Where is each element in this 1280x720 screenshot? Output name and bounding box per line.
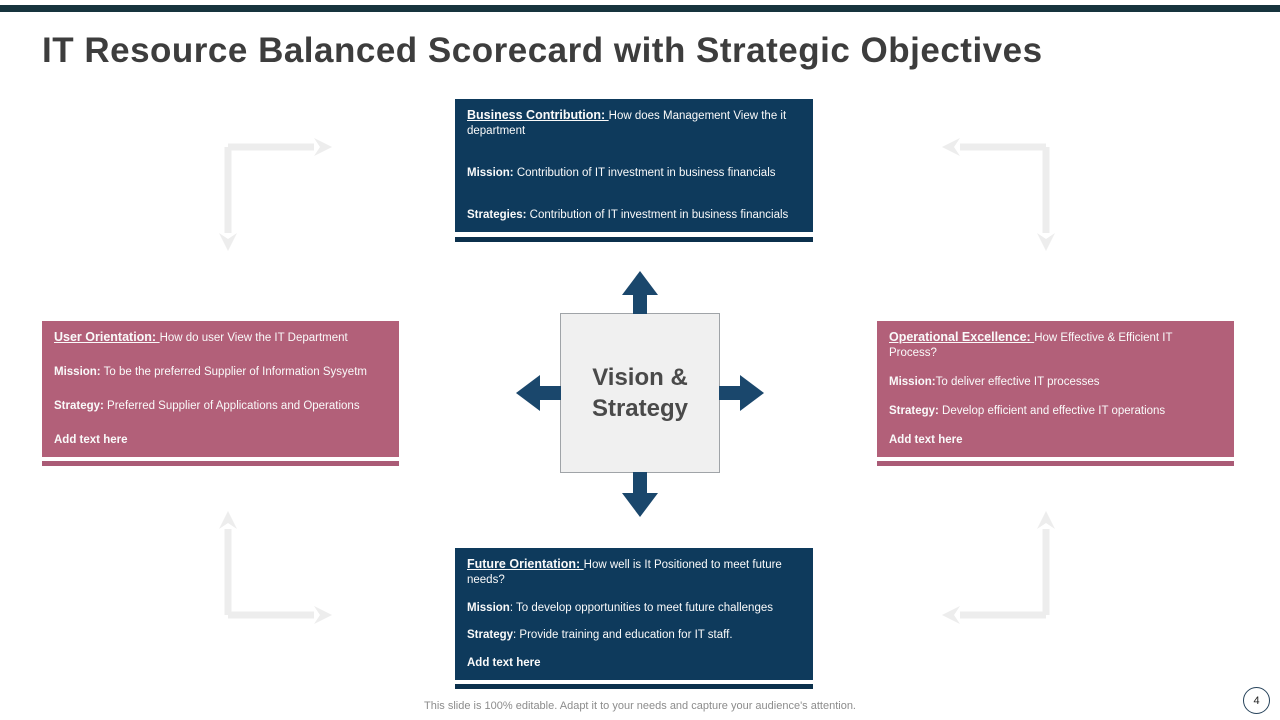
strategy-line: Strategy: Provide training and education… bbox=[467, 628, 801, 643]
add-text-placeholder[interactable]: Add text here bbox=[467, 656, 541, 669]
mission-line: Mission:To deliver effective IT processe… bbox=[889, 375, 1222, 390]
arrow-down-icon bbox=[633, 472, 647, 494]
panel-heading-label: Business Contribution: bbox=[467, 108, 609, 122]
strategy-text: Develop efficient and effective IT opera… bbox=[938, 405, 1166, 417]
user-panel-underline bbox=[42, 461, 399, 466]
mission-line: Mission: To be the preferred Supplier of… bbox=[54, 365, 387, 380]
mission-text: To be the preferred Supplier of Informat… bbox=[100, 366, 367, 378]
mission-label: Mission: bbox=[54, 366, 101, 378]
arrow-right-icon bbox=[719, 386, 741, 400]
footer-note: This slide is 100% editable. Adapt it to… bbox=[424, 700, 856, 712]
mission-line: Mission: Contribution of IT investment i… bbox=[467, 166, 801, 181]
corner-arrow-bottom-right-icon bbox=[942, 511, 1055, 624]
strategy-label: Strategy: bbox=[889, 405, 939, 417]
mission-label: Mission bbox=[467, 601, 510, 614]
strategy-text: Contribution of IT investment in busines… bbox=[526, 209, 789, 221]
panel-heading: Operational Excellence: How Effective & … bbox=[889, 330, 1222, 361]
mission-text: Contribution of IT investment in busines… bbox=[513, 167, 776, 179]
mission-text: : To develop opportunities to meet futur… bbox=[509, 601, 773, 614]
arrow-left-icon bbox=[539, 386, 561, 400]
arrow-right-icon bbox=[740, 375, 764, 411]
operational-panel-underline bbox=[877, 461, 1234, 466]
business-panel-underline bbox=[455, 237, 813, 242]
panel-heading-text: How Effective & Efficient IT Process? bbox=[889, 332, 1173, 359]
vision-strategy-box: Vision & Strategy bbox=[560, 313, 720, 473]
add-text-placeholder[interactable]: Add text here bbox=[54, 434, 128, 446]
strategy-label: Strategies: bbox=[467, 209, 527, 221]
arrow-down-icon bbox=[622, 493, 658, 517]
business-contribution-panel: Business Contribution: How does Manageme… bbox=[455, 99, 813, 232]
strategy-label: Strategy: bbox=[54, 400, 104, 412]
panel-heading: User Orientation: How do user View the I… bbox=[54, 330, 387, 346]
future-panel-underline bbox=[455, 684, 813, 689]
strategy-line: Strategies: Contribution of IT investmen… bbox=[467, 208, 801, 223]
page-number-badge: 4 bbox=[1243, 687, 1270, 714]
panel-heading: Business Contribution: How does Manageme… bbox=[467, 108, 801, 139]
corner-arrow-top-left-icon bbox=[219, 138, 332, 251]
panel-heading-text: How does Management View the it departme… bbox=[467, 110, 787, 137]
panel-heading-text: How well is It Positioned to meet future… bbox=[467, 559, 782, 586]
operational-excellence-panel: Operational Excellence: How Effective & … bbox=[877, 321, 1234, 457]
arrow-left-icon bbox=[516, 375, 540, 411]
strategy-text: : Provide training and education for IT … bbox=[513, 629, 733, 642]
add-text-placeholder[interactable]: Add text here bbox=[889, 434, 963, 446]
strategy-text: Preferred Supplier of Applications and O… bbox=[103, 400, 360, 412]
slide-title: IT Resource Balanced Scorecard with Stra… bbox=[42, 31, 1043, 70]
user-orientation-panel: User Orientation: How do user View the I… bbox=[42, 321, 399, 457]
arrow-up-icon bbox=[633, 293, 647, 314]
panel-heading-label: Operational Excellence: bbox=[889, 330, 1035, 344]
vision-strategy-label: Vision & Strategy bbox=[591, 364, 689, 422]
strategy-line: Strategy: Develop efficient and effectiv… bbox=[889, 404, 1222, 419]
top-accent-bar bbox=[0, 5, 1280, 12]
future-orientation-panel: Future Orientation: How well is It Posit… bbox=[455, 548, 813, 680]
strategy-line: Strategy: Preferred Supplier of Applicat… bbox=[54, 399, 387, 414]
panel-heading-label: Future Orientation: bbox=[467, 557, 584, 571]
mission-label: Mission: bbox=[467, 167, 514, 179]
corner-arrow-top-right-icon bbox=[942, 138, 1055, 251]
strategy-label: Strategy bbox=[467, 629, 514, 642]
mission-label: Mission: bbox=[889, 376, 936, 388]
page-number: 4 bbox=[1253, 694, 1260, 707]
mission-text: To deliver effective IT processes bbox=[935, 376, 1100, 388]
mission-line: Mission: To develop opportunities to mee… bbox=[467, 601, 801, 616]
panel-heading-text: How do user View the IT Department bbox=[159, 332, 348, 344]
corner-arrow-bottom-left-icon bbox=[219, 511, 332, 624]
panel-heading-label: User Orientation: bbox=[54, 330, 160, 344]
panel-heading: Future Orientation: How well is It Posit… bbox=[467, 557, 801, 588]
arrow-up-icon bbox=[622, 271, 658, 295]
